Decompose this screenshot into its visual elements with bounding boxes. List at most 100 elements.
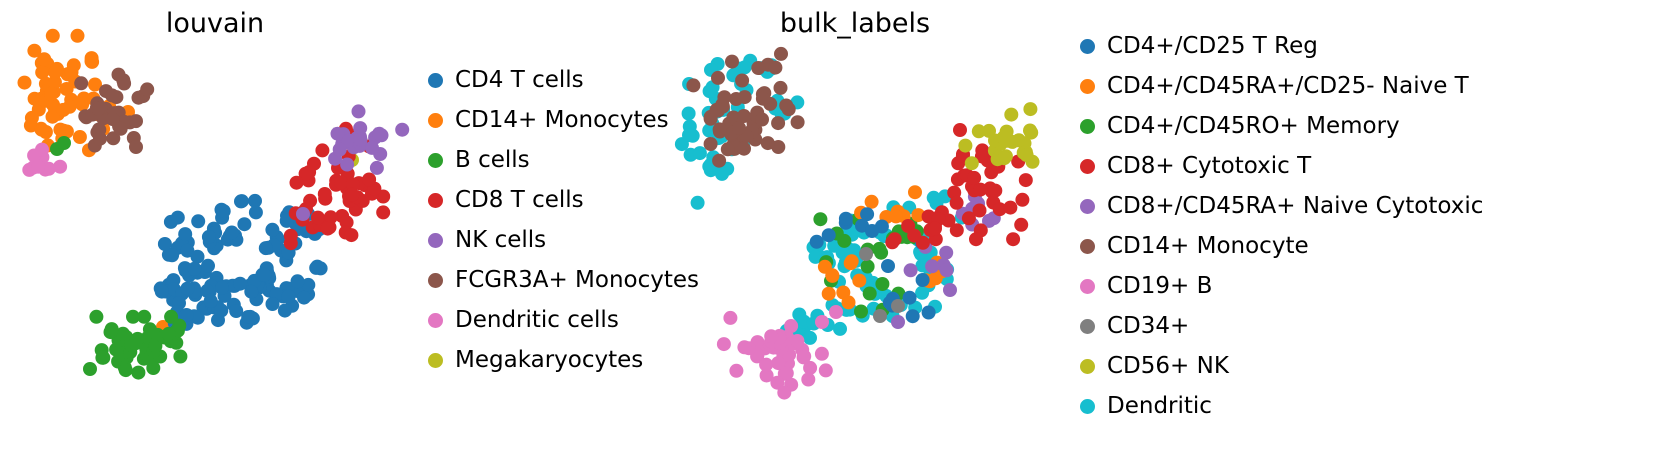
scatter-point (38, 125, 53, 139)
scatter-point (348, 202, 363, 217)
scatter-point (288, 216, 303, 231)
scatter-point (105, 88, 119, 103)
scatter-point (164, 278, 179, 293)
scatter-point (770, 340, 785, 355)
scatter-point (866, 275, 880, 290)
scatter-point (951, 156, 966, 171)
scatter-point (92, 122, 107, 137)
scatter-point (161, 326, 176, 341)
scatter-point (352, 138, 367, 153)
scatter-point (943, 283, 957, 297)
scatter-point (854, 304, 868, 319)
scatter-point (922, 256, 936, 271)
scatter-point (291, 222, 306, 237)
scatter-point (334, 175, 349, 190)
scatter-point (755, 91, 770, 106)
scatter-point (277, 303, 292, 318)
scatter-point (855, 218, 869, 233)
scatter-point (59, 82, 74, 96)
scatter-point (748, 132, 763, 147)
scatter-point (779, 323, 794, 338)
scatter-point (228, 228, 242, 243)
scatter-point (280, 281, 295, 296)
scatter-point (206, 221, 221, 236)
scatter-point (34, 122, 49, 137)
scatter-point (923, 223, 938, 237)
panel-title-louvain: louvain (165, 8, 265, 39)
scatter-point (336, 127, 351, 142)
scatter-point (229, 232, 244, 247)
scatter-point (76, 91, 91, 106)
scatter-point (37, 52, 52, 67)
scatter-point (225, 278, 240, 293)
scatter-point (891, 224, 906, 239)
scatter-point (163, 214, 178, 229)
scatter-point (875, 277, 890, 291)
scatter-point (737, 141, 751, 156)
scatter-point (1025, 154, 1040, 169)
scatter-point (845, 227, 859, 242)
legend-label: CD4 T cells (455, 67, 584, 93)
scatter-point (276, 289, 290, 304)
legend-swatch-icon (1080, 238, 1095, 254)
scatter-point (35, 65, 50, 80)
scatter-point (982, 213, 996, 228)
scatter-point (915, 273, 930, 287)
scatter-point (711, 103, 726, 118)
legend-label: CD14+ Monocyte (1107, 233, 1309, 259)
scatter-point (849, 253, 864, 268)
scatter-point (703, 137, 718, 151)
scatter-point (715, 97, 730, 112)
legend-label: Megakaryocytes (455, 347, 644, 373)
scatter-point (809, 234, 824, 249)
scatter-point (301, 287, 316, 302)
scatter-point (711, 131, 726, 146)
scatter-point (891, 315, 905, 329)
scatter-point (975, 143, 990, 158)
scatter-point (164, 309, 179, 324)
scatter-point (704, 62, 718, 77)
scatter-point (66, 58, 81, 73)
scatter-point (124, 338, 139, 353)
scatter-point (933, 208, 948, 223)
legend-item: NK cells (428, 220, 699, 260)
scatter-point (200, 283, 215, 298)
scatter-point (768, 101, 783, 116)
scatter-point (64, 92, 79, 107)
scatter-point (764, 61, 779, 76)
scatter-point (96, 121, 111, 136)
scatter-point (702, 123, 717, 138)
scatter-point (939, 272, 954, 287)
scatter-point (234, 194, 248, 209)
scatter-point (82, 143, 96, 158)
scatter-point (68, 74, 83, 89)
scatter-point (248, 205, 263, 220)
scatter-point (992, 202, 1007, 217)
scatter-point (819, 255, 834, 270)
scatter-point (744, 123, 759, 138)
scatter-point (938, 189, 952, 204)
scatter-point (139, 341, 154, 356)
scatter-point (995, 132, 1010, 147)
scatter-point (939, 245, 954, 260)
scatter-point (903, 263, 918, 278)
scatter-point (736, 134, 751, 149)
scatter-point (353, 132, 368, 147)
scatter-point (997, 151, 1012, 166)
scatter-point (93, 108, 108, 123)
scatter-point (984, 165, 999, 180)
scatter-point (741, 341, 756, 356)
legend-swatch-icon (428, 72, 443, 88)
scatter-point (261, 268, 276, 283)
scatter-point (967, 170, 982, 185)
scatter-point (780, 329, 794, 344)
scatter-point (885, 309, 900, 324)
scatter-point (22, 162, 37, 177)
scatter-point (864, 194, 879, 209)
scatter-point (140, 330, 155, 345)
scatter-point (763, 337, 777, 352)
scatter-point (128, 336, 143, 351)
scatter-point (770, 93, 785, 108)
scatter-point (35, 142, 49, 157)
scatter-point (307, 156, 321, 171)
